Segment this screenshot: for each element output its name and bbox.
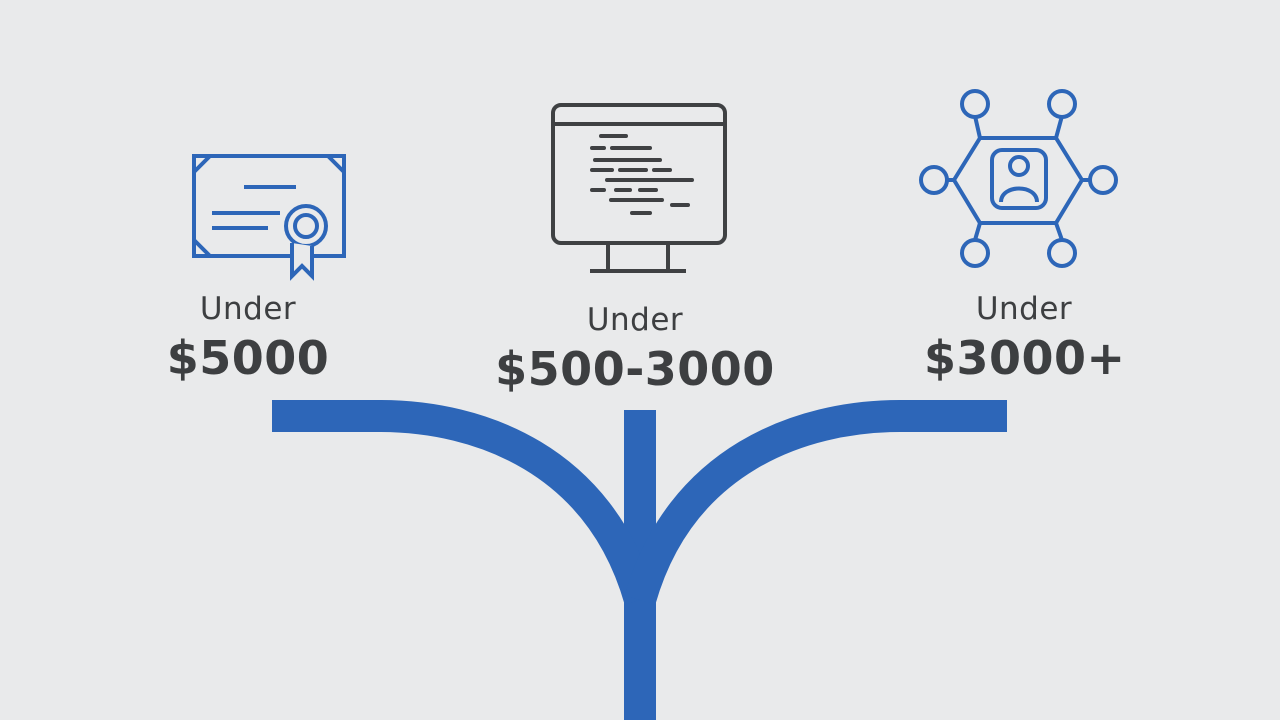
branch-prefix-center: Under [586, 302, 684, 338]
network-user-icon [919, 89, 1118, 268]
branch-amount-center: $500-3000 [495, 342, 775, 396]
certificate-icon [192, 154, 346, 281]
branch-amount-right: $3000+ [924, 331, 1126, 385]
fork-connector [272, 400, 1007, 720]
branch-label-right: Under $3000+ [924, 291, 1126, 385]
branch-amount-left: $5000 [166, 331, 330, 385]
branch-label-left: Under $5000 [148, 291, 348, 385]
fork-branch-right [624, 400, 1007, 605]
fork-branch-left [272, 400, 656, 605]
branch-label-center: Under $500-3000 [465, 302, 805, 396]
branch-prefix-right: Under [975, 291, 1073, 327]
code-monitor-icon [551, 103, 727, 273]
branch-prefix-left: Under [199, 291, 297, 327]
